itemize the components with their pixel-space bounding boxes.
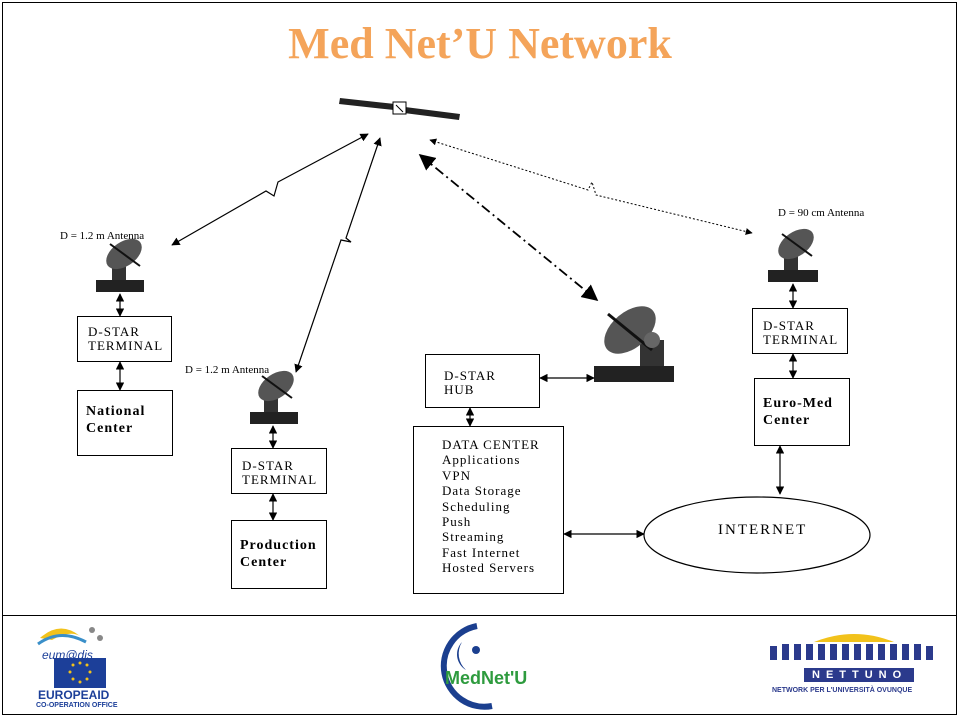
national-antenna-icon <box>96 238 144 292</box>
euromed-antenna-icon <box>768 228 818 282</box>
data-center-item: Data Storage <box>442 483 522 499</box>
data-center-item: Push <box>442 514 472 530</box>
euromed-center-box: Euro-Med Center <box>754 378 850 446</box>
nettuno-logo-text: NETTUNO <box>812 669 908 681</box>
production-terminal-box: D-STAR TERMINAL <box>231 448 327 494</box>
production-antenna-label: D = 1.2 m Antenna <box>185 364 270 376</box>
production-center-box: Production Center <box>231 520 327 589</box>
nettuno-logo-icon <box>770 634 933 682</box>
production-antenna-icon <box>250 370 298 424</box>
dstar-hub-box: D-STAR HUB <box>425 354 540 408</box>
eumedis-text: eum@dis <box>42 648 93 662</box>
data-center-item: Applications <box>442 452 521 468</box>
data-center-item: Fast Internet <box>442 544 521 560</box>
sat-link-production <box>294 137 382 373</box>
europeaid-sub-text: CO-OPERATION OFFICE <box>36 702 118 709</box>
footer-divider <box>2 615 957 616</box>
data-center-title: DATA CENTER <box>442 437 540 452</box>
sat-link-hub <box>418 153 599 302</box>
diagram-title: Med Net’U Network <box>288 19 672 68</box>
euromed-terminal-box: D-STAR TERMINAL <box>752 308 848 354</box>
internet-cloud <box>643 496 871 574</box>
hub-antenna-icon <box>594 306 674 382</box>
data-center-item: Scheduling <box>442 498 511 514</box>
euromed-antenna-label: D = 90 cm Antenna <box>778 207 865 219</box>
sat-link-national <box>171 133 369 246</box>
mednet-logo-icon <box>440 623 493 710</box>
data-center-box: DATA CENTER Applications VPN Data Storag… <box>413 426 564 594</box>
eumedis-europeaid-logo <box>37 627 106 688</box>
europeaid-text: EUROPEAID <box>38 688 110 702</box>
national-center-box: National Center <box>77 390 173 456</box>
satellite-icon <box>339 98 460 120</box>
national-antenna-label: D = 1.2 m Antenna <box>60 230 145 242</box>
data-center-item: VPN <box>442 467 472 483</box>
national-terminal-box: D-STAR TERMINAL <box>77 316 172 362</box>
mednet-logo-text: MedNet'U <box>445 668 528 688</box>
nettuno-logo-sub-text: NETWORK PER L'UNIVERSITÀ OVUNQUE <box>772 687 913 694</box>
data-center-item: Streaming <box>442 529 505 545</box>
data-center-item: Hosted Servers <box>442 560 536 576</box>
internet-label: INTERNET <box>718 522 808 538</box>
sat-link-euromed <box>429 138 753 235</box>
